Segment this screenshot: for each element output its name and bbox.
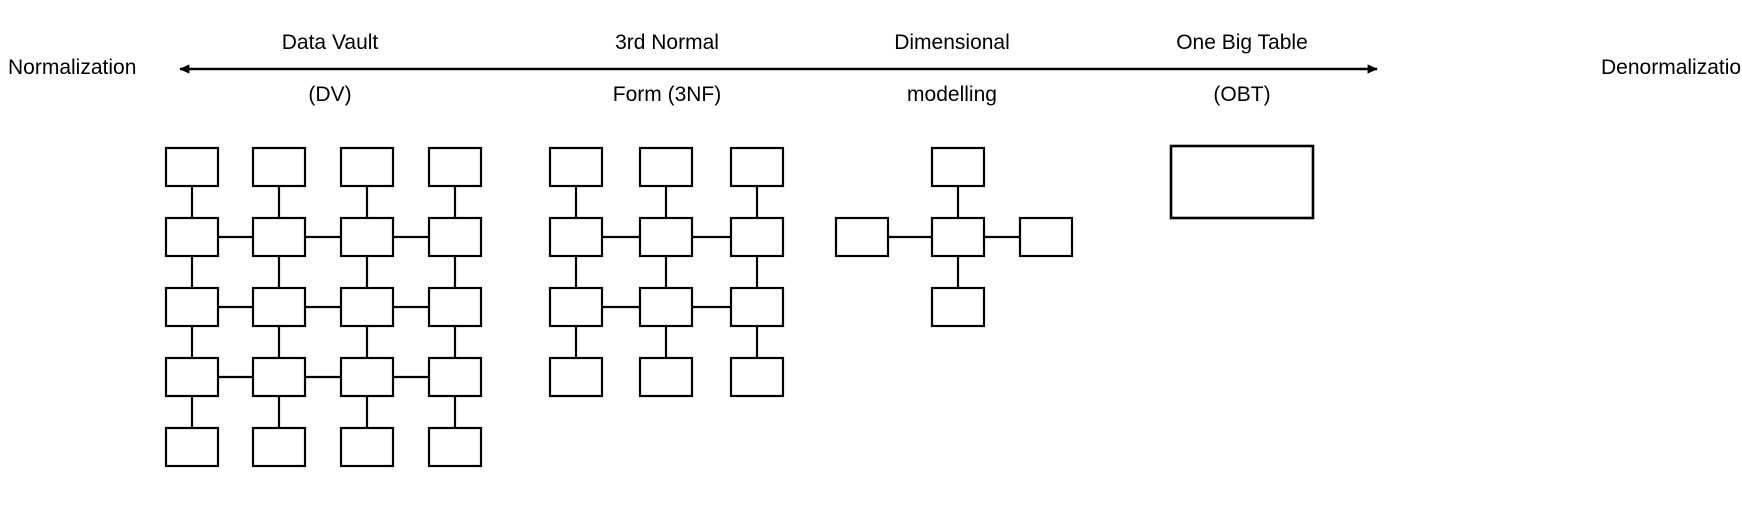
node-box: [729, 216, 785, 258]
stage-label-line2: modelling: [907, 83, 997, 106]
node-box-dimension-right: [1018, 216, 1074, 258]
stage-label-line2: (OBT): [1213, 83, 1271, 106]
node-box: [251, 216, 307, 258]
stage-label-dimensional-modelling: Dimensional modelling: [802, 4, 1102, 134]
node-box: [729, 286, 785, 328]
diagram-dimensional-modelling: [834, 146, 1074, 328]
node-box: [427, 146, 483, 188]
nf-nodes: [548, 146, 785, 398]
node-box: [548, 356, 604, 398]
diagram-3nf: [548, 146, 785, 398]
stage-label-data-vault: Data Vault (DV): [180, 4, 480, 134]
node-box-dimension-top: [930, 146, 986, 188]
node-box-one-big-table: [1169, 144, 1315, 220]
stage-label-3nf: 3rd Normal Form (3NF): [517, 4, 817, 134]
node-box-fact-center: [930, 216, 986, 258]
stage-label-line2: (DV): [308, 83, 352, 106]
node-box: [339, 216, 395, 258]
node-box: [638, 356, 694, 398]
node-box: [427, 286, 483, 328]
node-box: [548, 286, 604, 328]
node-box: [251, 286, 307, 328]
node-box: [729, 146, 785, 188]
node-box: [638, 146, 694, 188]
node-box-dimension-left: [834, 216, 890, 258]
dv-vertical-connectors: [190, 186, 457, 428]
axis-label-normalization: Normalization: [8, 56, 137, 79]
nf-horizontal-connectors: [602, 235, 731, 309]
stage-label-line1: 3rd Normal: [615, 31, 719, 54]
node-box: [339, 146, 395, 188]
dv-horizontal-connectors: [218, 235, 429, 379]
node-box: [427, 216, 483, 258]
node-box: [548, 146, 604, 188]
node-box: [164, 216, 220, 258]
node-box: [164, 426, 220, 468]
node-box: [339, 286, 395, 328]
node-box: [251, 356, 307, 398]
node-box: [729, 356, 785, 398]
stage-label-line1: Dimensional: [894, 31, 1010, 54]
node-box: [164, 286, 220, 328]
node-box: [251, 426, 307, 468]
dim-connectors: [888, 186, 1020, 288]
diagram-one-big-table: [1169, 144, 1315, 220]
node-box: [548, 216, 604, 258]
axis-label-denormalization: Denormalization: [1601, 56, 1742, 79]
node-box: [251, 146, 307, 188]
diagram-data-vault: [164, 146, 483, 468]
node-box: [164, 356, 220, 398]
stage-label-line1: Data Vault: [281, 31, 379, 54]
stage-label-line2: Form (3NF): [612, 83, 722, 106]
nf-vertical-connectors: [574, 186, 759, 358]
node-box: [427, 426, 483, 468]
node-box: [164, 146, 220, 188]
stage-label-one-big-table: One Big Table (OBT): [1092, 4, 1392, 134]
stage-label-line1: One Big Table: [1176, 31, 1308, 54]
node-box: [638, 286, 694, 328]
node-box: [427, 356, 483, 398]
node-box-dimension-bottom: [930, 286, 986, 328]
node-box: [339, 426, 395, 468]
node-box: [638, 216, 694, 258]
node-box: [339, 356, 395, 398]
dv-nodes: [164, 146, 483, 468]
dim-nodes: [834, 146, 1074, 328]
